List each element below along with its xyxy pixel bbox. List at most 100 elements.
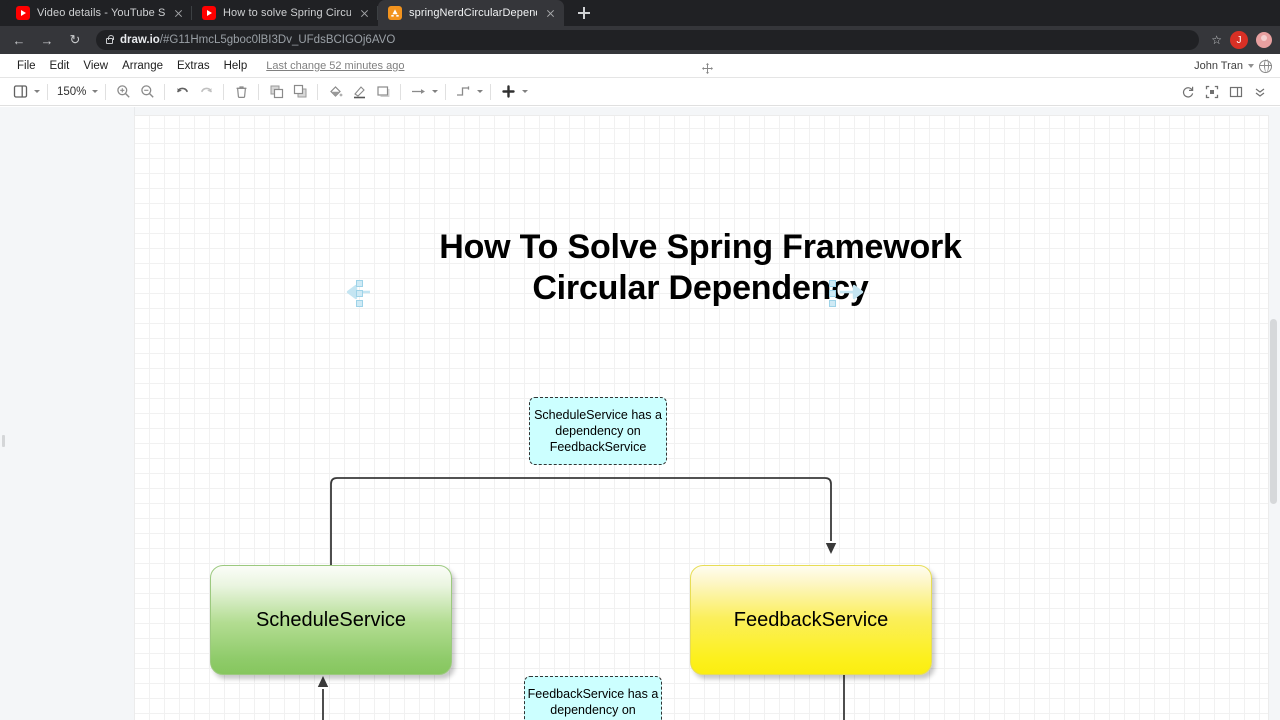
new-tab-button[interactable] bbox=[572, 1, 596, 25]
resize-handle[interactable] bbox=[829, 290, 836, 297]
resize-handle[interactable] bbox=[829, 280, 836, 287]
diagram-title[interactable]: How To Solve Spring Framework Circular D… bbox=[439, 228, 962, 307]
view-layout-icon[interactable] bbox=[8, 80, 32, 104]
tab-title: How to solve Spring Circular D bbox=[223, 7, 351, 19]
close-icon[interactable] bbox=[171, 6, 186, 21]
globe-icon[interactable] bbox=[1258, 59, 1272, 73]
chevron-down-icon[interactable] bbox=[432, 90, 439, 93]
tab-title: Video details - YouTube Studio bbox=[37, 7, 165, 19]
drawio-icon bbox=[388, 6, 402, 20]
send-to-back-icon[interactable] bbox=[288, 80, 312, 104]
star-icon[interactable]: ☆ bbox=[1211, 33, 1222, 47]
connection-arrow-icon[interactable] bbox=[406, 80, 430, 104]
url-text: draw.io/#G11HmcL5gboc0lBI3Dv_UFdsBCIGOj6… bbox=[120, 34, 395, 46]
menu-arrange[interactable]: Arrange bbox=[122, 59, 163, 72]
undo-icon[interactable] bbox=[170, 80, 194, 104]
bring-to-front-icon[interactable] bbox=[264, 80, 288, 104]
drawio-app: File Edit View Arrange Extras Help Last … bbox=[0, 54, 1280, 720]
browser-tab-1[interactable]: Video details - YouTube Studio bbox=[6, 0, 192, 26]
menu-file[interactable]: File bbox=[17, 59, 36, 72]
line-color-icon[interactable] bbox=[347, 80, 371, 104]
shapes-sidebar[interactable] bbox=[0, 107, 135, 720]
node-feedback-service[interactable]: FeedbackService bbox=[690, 565, 932, 675]
close-icon[interactable] bbox=[543, 6, 558, 21]
divider bbox=[400, 83, 402, 100]
format-panel-icon[interactable] bbox=[1224, 80, 1248, 104]
zoom-in-icon[interactable] bbox=[111, 80, 135, 104]
redo-icon[interactable] bbox=[194, 80, 218, 104]
vertical-scrollbar[interactable] bbox=[1270, 319, 1277, 504]
chevron-down-icon[interactable] bbox=[34, 90, 40, 93]
resize-handle[interactable] bbox=[356, 300, 363, 307]
trash-icon[interactable] bbox=[229, 80, 253, 104]
forward-icon[interactable]: → bbox=[40, 32, 54, 48]
fill-color-icon[interactable] bbox=[323, 80, 347, 104]
chevron-down-icon[interactable] bbox=[477, 90, 484, 93]
reload-icon[interactable]: ↻ bbox=[69, 32, 81, 47]
divider bbox=[258, 83, 260, 100]
menu-extras[interactable]: Extras bbox=[177, 59, 210, 72]
resize-handle[interactable] bbox=[356, 280, 363, 287]
profile-avatar-icon[interactable] bbox=[1256, 32, 1272, 48]
arrowhead-icon bbox=[825, 543, 837, 554]
zoom-level[interactable]: 150% bbox=[57, 85, 87, 98]
note-feedback-dependency[interactable]: FeedbackService has a dependency on Sche… bbox=[524, 676, 662, 720]
resize-handles-right[interactable] bbox=[829, 280, 836, 307]
divider bbox=[317, 83, 319, 100]
user-name[interactable]: John Tran bbox=[1194, 60, 1243, 72]
shadow-icon[interactable] bbox=[371, 80, 395, 104]
zoom-group: 150% bbox=[53, 86, 100, 98]
youtube-icon bbox=[202, 6, 216, 20]
canvas-area[interactable]: How To Solve Spring Framework Circular D… bbox=[0, 107, 1280, 720]
arrowhead-icon bbox=[317, 676, 329, 687]
app-toolbar: 150% bbox=[0, 78, 1280, 106]
sidebar-collapse-handle[interactable] bbox=[2, 435, 5, 447]
menu-edit[interactable]: Edit bbox=[49, 59, 70, 72]
view-group bbox=[8, 80, 42, 104]
menubar-right-group: John Tran bbox=[1194, 54, 1272, 78]
tab-title: springNerdCircularDependenc bbox=[409, 7, 537, 19]
lock-icon bbox=[106, 35, 115, 44]
hover-arrow-right-icon[interactable] bbox=[838, 281, 872, 303]
address-bar[interactable]: draw.io/#G11HmcL5gboc0lBI3Dv_UFdsBCIGOj6… bbox=[96, 30, 1200, 50]
resize-handle[interactable] bbox=[356, 290, 363, 297]
toolbar-right-group bbox=[1176, 78, 1272, 106]
last-change-link[interactable]: Last change 52 minutes ago bbox=[266, 59, 405, 72]
node-schedule-service[interactable]: ScheduleService bbox=[210, 565, 452, 675]
divider bbox=[490, 83, 492, 100]
waypoints-icon[interactable] bbox=[451, 80, 475, 104]
divider bbox=[47, 83, 48, 100]
account-avatar[interactable]: J bbox=[1230, 31, 1248, 49]
browser-tab-3[interactable]: springNerdCircularDependenc bbox=[378, 0, 564, 26]
url-domain: draw.io bbox=[120, 34, 160, 46]
browser-tab-2[interactable]: How to solve Spring Circular D bbox=[192, 0, 378, 26]
divider bbox=[105, 83, 107, 100]
zoom-out-icon[interactable] bbox=[135, 80, 159, 104]
diagram-page[interactable]: How To Solve Spring Framework Circular D… bbox=[135, 116, 1268, 720]
hover-arrow-left-icon[interactable] bbox=[338, 281, 372, 303]
close-icon[interactable] bbox=[357, 6, 372, 21]
menu-view[interactable]: View bbox=[83, 59, 109, 72]
app-menubar: File Edit View Arrange Extras Help Last … bbox=[0, 54, 1280, 78]
youtube-icon bbox=[16, 6, 30, 20]
plus-icon[interactable] bbox=[496, 80, 520, 104]
back-icon[interactable]: ← bbox=[12, 32, 26, 48]
browser-tab-strip: Video details - YouTube Studio How to so… bbox=[0, 0, 1280, 26]
url-path: /#G11HmcL5gboc0lBI3Dv_UFdsBCIGOj6AVO bbox=[159, 34, 396, 46]
fit-page-icon[interactable] bbox=[1200, 80, 1224, 104]
resize-handles-left[interactable] bbox=[356, 280, 363, 307]
move-crosshair-icon bbox=[702, 61, 713, 74]
chevron-double-down-icon[interactable] bbox=[1248, 80, 1272, 104]
divider bbox=[164, 83, 166, 100]
menu-help[interactable]: Help bbox=[223, 59, 248, 72]
note-schedule-dependency[interactable]: ScheduleService has a dependency on Feed… bbox=[529, 397, 667, 465]
resize-handle[interactable] bbox=[829, 300, 836, 307]
refresh-icon[interactable] bbox=[1176, 80, 1200, 104]
chevron-down-icon[interactable] bbox=[522, 90, 529, 93]
browser-toolbar: ← → ↻ draw.io/#G11HmcL5gboc0lBI3Dv_UFdsB… bbox=[0, 26, 1280, 54]
chevron-down-icon[interactable] bbox=[1248, 64, 1254, 68]
edge-schedule-to-feedback bbox=[330, 477, 832, 565]
chevron-down-icon[interactable] bbox=[92, 90, 99, 93]
divider bbox=[445, 83, 447, 100]
